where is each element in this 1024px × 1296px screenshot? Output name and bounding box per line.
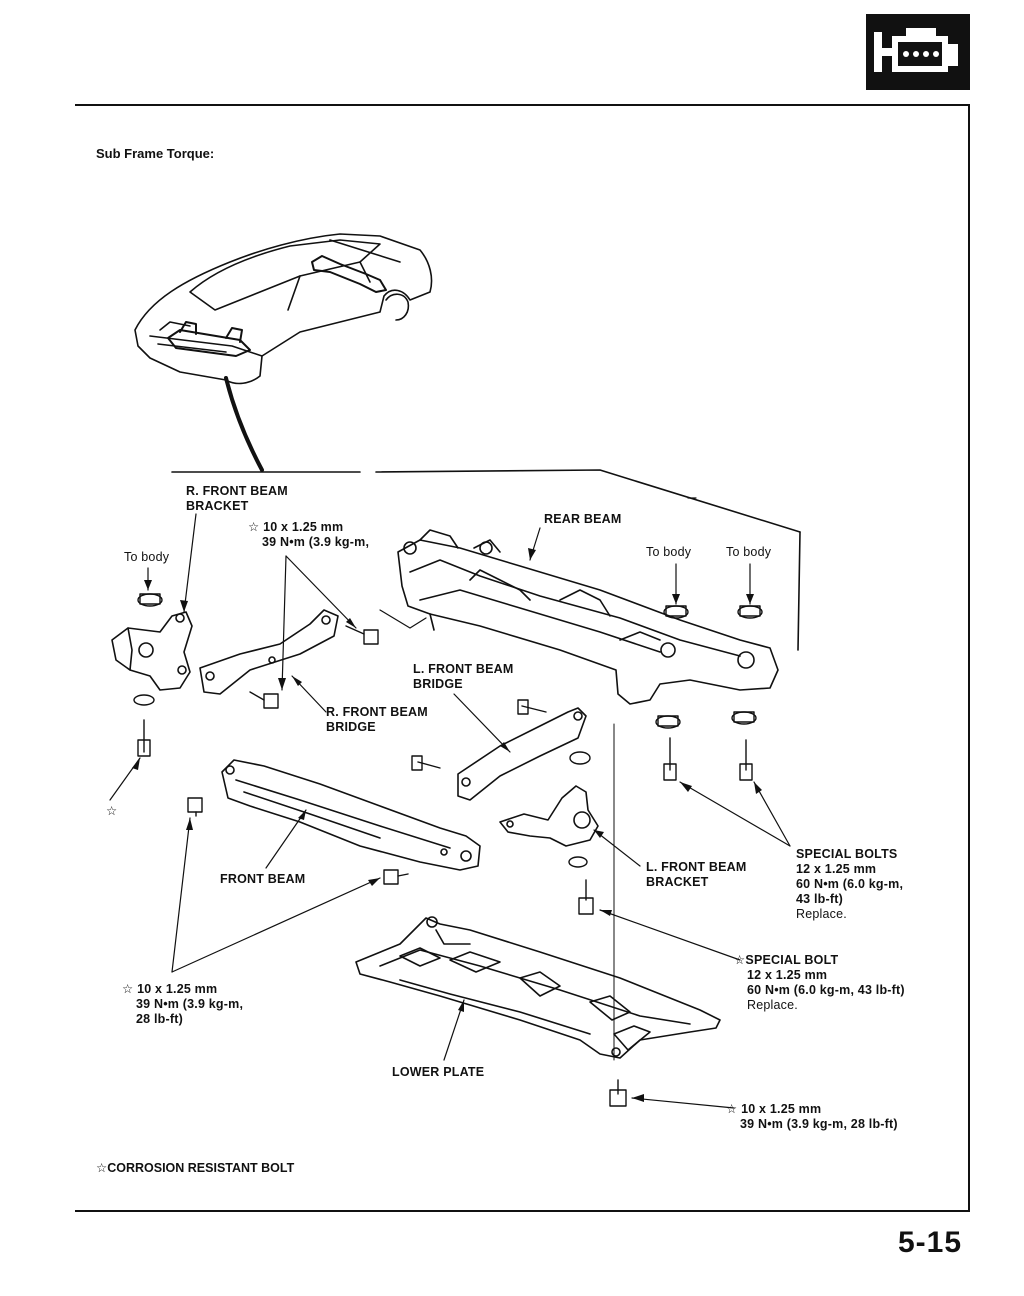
label-special-bolts-name: SPECIAL BOLTS bbox=[796, 847, 898, 861]
label-bolt-left-bottom-torque2: 28 lb-ft) bbox=[136, 1012, 183, 1026]
car-rear-beam-highlight bbox=[311, 255, 387, 293]
label-bolt-left-bottom-size: ☆ 10 x 1.25 mm bbox=[122, 982, 218, 996]
engine-icon bbox=[866, 14, 970, 90]
label-bolt-top: ☆ 10 x 1.25 mm 39 N•m (3.9 kg-m, bbox=[248, 520, 369, 550]
mount-insulators bbox=[133, 593, 763, 868]
front-beam-part bbox=[221, 759, 481, 871]
label-special-bolt: ☆SPECIAL BOLT 12 x 1.25 mm 60 N•m (6.0 k… bbox=[734, 953, 905, 1013]
l-front-beam-bridge-part bbox=[457, 707, 587, 801]
label-bolt-left-bottom: ☆ 10 x 1.25 mm 39 N•m (3.9 kg-m, 28 lb-f… bbox=[122, 982, 243, 1027]
label-bolt-left-bottom-torque1: 39 N•m (3.9 kg-m, bbox=[136, 997, 244, 1011]
bolts bbox=[137, 625, 753, 1107]
rear-beam-part bbox=[379, 529, 779, 705]
label-special-bolts-size: 12 x 1.25 mm bbox=[796, 862, 877, 876]
label-l-front-beam-bracket: L. FRONT BEAM BRACKET bbox=[646, 860, 747, 890]
page-number: 5-15 bbox=[898, 1226, 963, 1259]
page-frame-bottom bbox=[75, 1210, 970, 1212]
label-special-bolts-torque1: 60 N•m (6.0 kg-m, bbox=[796, 877, 904, 891]
label-special-bolt-name: ☆SPECIAL BOLT bbox=[734, 953, 839, 967]
label-r-front-beam-bracket: R. FRONT BEAM BRACKET bbox=[186, 484, 288, 514]
footnote-corrosion-resistant: ☆CORROSION RESISTANT BOLT bbox=[96, 1161, 295, 1175]
label-l-front-beam-bridge-line2: BRIDGE bbox=[413, 677, 463, 691]
label-bolt-bottom-torque: 39 N•m (3.9 kg-m, 28 lb-ft) bbox=[740, 1117, 898, 1131]
label-l-front-beam-bracket-line1: L. FRONT BEAM bbox=[646, 860, 747, 874]
label-rear-beam: REAR BEAM bbox=[544, 512, 622, 526]
label-l-front-beam-bracket-line2: BRACKET bbox=[646, 875, 709, 889]
page-frame-right bbox=[968, 104, 970, 1212]
label-bolt-bottom: ☆ 10 x 1.25 mm 39 N•m (3.9 kg-m, 28 lb-f… bbox=[726, 1102, 898, 1132]
label-to-body-left: To body bbox=[124, 550, 170, 564]
l-front-beam-bracket-part bbox=[499, 785, 599, 847]
label-bolt-top-size: ☆ 10 x 1.25 mm bbox=[248, 520, 344, 534]
r-front-beam-bracket-part bbox=[111, 611, 193, 691]
label-special-bolts-torque2: 43 lb-ft) bbox=[796, 892, 843, 906]
label-r-front-beam-bridge-line2: BRIDGE bbox=[326, 720, 376, 734]
label-l-front-beam-bridge: L. FRONT BEAM BRIDGE bbox=[413, 662, 514, 692]
label-special-bolts: SPECIAL BOLTS 12 x 1.25 mm 60 N•m (6.0 k… bbox=[796, 847, 903, 922]
label-special-bolt-note: Replace. bbox=[747, 998, 798, 1012]
label-r-front-beam-bracket-line1: R. FRONT BEAM bbox=[186, 484, 288, 498]
label-special-bolts-note: Replace. bbox=[796, 907, 847, 921]
label-l-front-beam-bridge-line1: L. FRONT BEAM bbox=[413, 662, 514, 676]
car-illustration bbox=[134, 233, 433, 385]
label-r-front-beam-bracket-line2: BRACKET bbox=[186, 499, 249, 513]
label-bolt-bottom-size: ☆ 10 x 1.25 mm bbox=[726, 1102, 822, 1116]
label-special-bolt-torque: 60 N•m (6.0 kg-m, 43 lb-ft) bbox=[747, 983, 905, 997]
lower-plate-part bbox=[355, 916, 721, 1059]
label-special-bolt-size: 12 x 1.25 mm bbox=[747, 968, 828, 982]
car-front-subframe-highlight bbox=[167, 321, 251, 357]
label-front-beam: FRONT BEAM bbox=[220, 872, 306, 886]
r-front-beam-bridge-part bbox=[199, 609, 339, 695]
label-star-left: ☆ bbox=[106, 804, 118, 818]
label-lower-plate: LOWER PLATE bbox=[392, 1065, 485, 1079]
label-r-front-beam-bridge-line1: R. FRONT BEAM bbox=[326, 705, 428, 719]
page-title: Sub Frame Torque: bbox=[96, 146, 215, 161]
label-bolt-top-torque: 39 N•m (3.9 kg-m, bbox=[262, 535, 370, 549]
page-frame-top bbox=[75, 104, 970, 106]
label-to-body-right: To body bbox=[726, 545, 772, 559]
label-to-body-mid: To body bbox=[646, 545, 692, 559]
label-r-front-beam-bridge: R. FRONT BEAM BRIDGE bbox=[326, 705, 428, 735]
